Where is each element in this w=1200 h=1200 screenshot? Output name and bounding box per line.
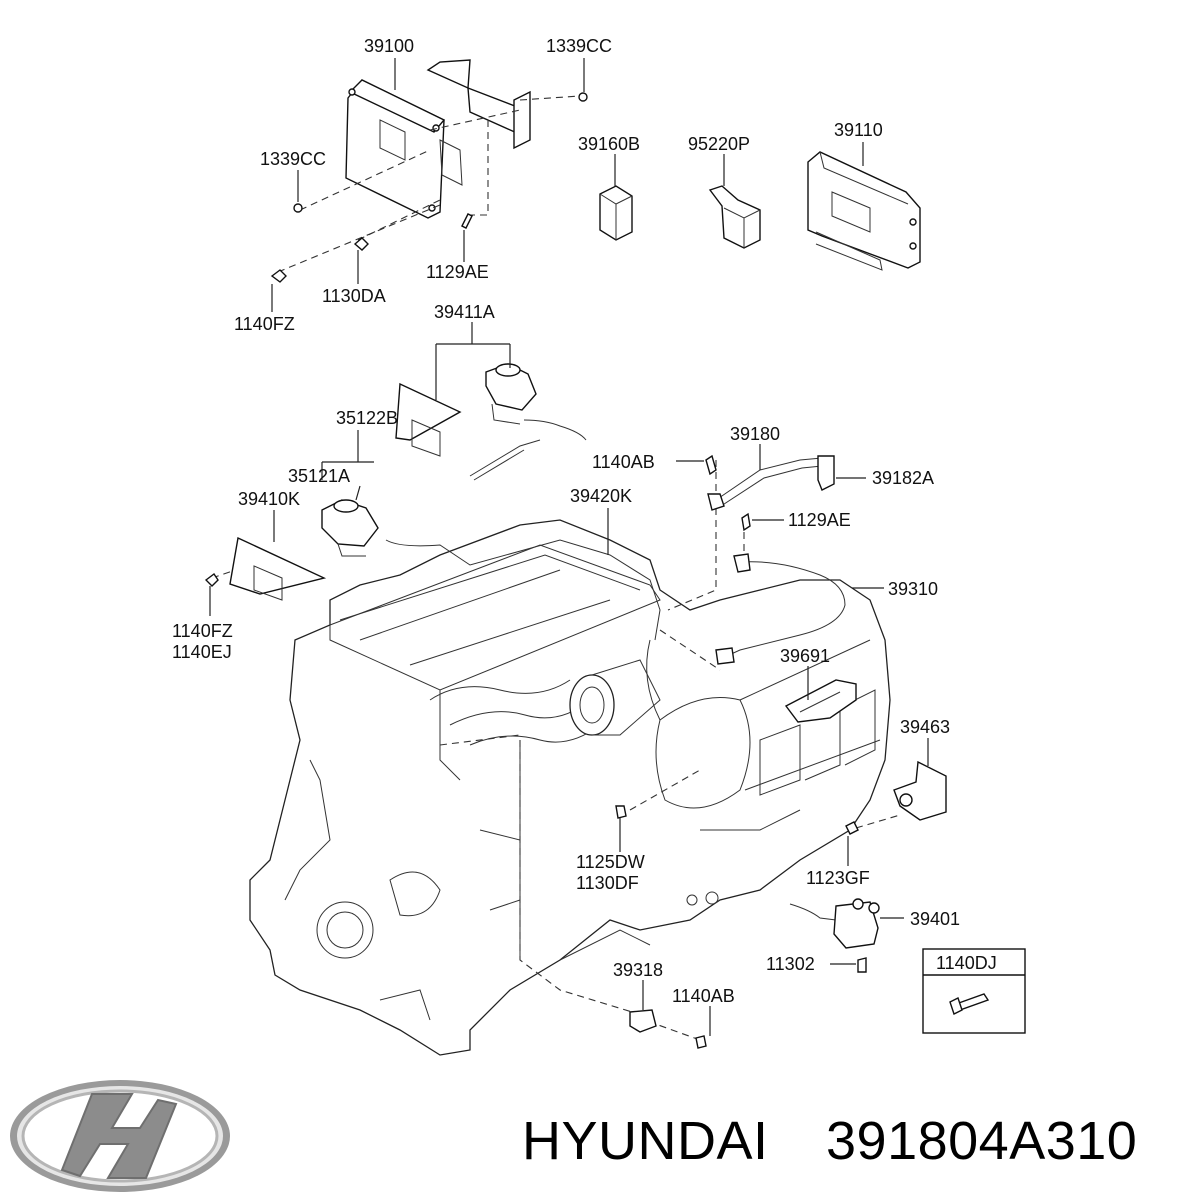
- label-1140fz-top: 1140FZ: [234, 314, 295, 334]
- sensor-39310-part: [715, 553, 751, 665]
- label-39310: 39310: [888, 579, 938, 599]
- ecu-39100-part: [345, 59, 531, 219]
- label-39691: 39691: [780, 646, 830, 666]
- label-1339cc-left: 1339CC: [260, 149, 326, 169]
- label-1140ab-top: 1140AB: [592, 452, 655, 472]
- label-95220p: 95220P: [688, 134, 750, 154]
- label-39410k: 39410K: [238, 489, 300, 509]
- label-1140ab-bottom: 1140AB: [672, 986, 735, 1006]
- hyundai-logo-icon: [10, 1080, 230, 1192]
- brand-name: HYUNDAI: [522, 1111, 769, 1171]
- relay-39160b-part: [599, 185, 633, 241]
- label-39411a: 39411A: [434, 302, 495, 322]
- label-39401: 39401: [910, 909, 960, 929]
- label-39100: 39100: [364, 36, 414, 56]
- label-1123gf: 1123GF: [806, 868, 870, 888]
- bracket-39463-part: [893, 760, 947, 821]
- label-1140dj: 1140DJ: [936, 953, 997, 973]
- label-39160b: 39160B: [578, 134, 640, 154]
- label-1140fz-bottom: 1140FZ: [172, 621, 233, 641]
- part-number-title: 391804A310: [826, 1111, 1137, 1171]
- label-35121a: 35121A: [288, 466, 350, 486]
- label-1130da: 1130DA: [322, 286, 386, 306]
- dashed-leader-lines: [211, 95, 901, 1041]
- legend-box-1140dj: [922, 948, 1026, 1034]
- label-1129ae-top: 1129AE: [426, 262, 489, 282]
- label-35122b: 35122B: [336, 408, 398, 428]
- label-39180: 39180: [730, 424, 780, 444]
- label-39318: 39318: [613, 960, 663, 980]
- label-39463: 39463: [900, 717, 950, 737]
- sensor-39401-part: [789, 898, 880, 949]
- sensor-39318-part: [629, 1009, 657, 1033]
- bracket-39691-part: [784, 679, 857, 723]
- label-1339cc-top: 1339CC: [546, 36, 612, 56]
- label-1125dw: 1125DW: [576, 852, 645, 872]
- engine-assembly: [249, 519, 891, 1056]
- label-11302: 11302: [766, 954, 815, 974]
- label-39420k: 39420K: [570, 486, 632, 506]
- label-39110: 39110: [834, 120, 883, 140]
- relay-95220p-part: [708, 185, 761, 249]
- leader-lines: [209, 58, 929, 1036]
- part-number-labels: 39100 1339CC 1339CC 39160B 95220P 39110 …: [172, 36, 997, 1006]
- solenoid-39411a-part: [395, 363, 587, 481]
- ecu-39110-part: [807, 151, 921, 271]
- screw-icons: [204, 92, 867, 1049]
- label-1140ej: 1140EJ: [172, 642, 232, 662]
- solenoid-39410k-part: [229, 499, 379, 601]
- label-1130df: 1130DF: [576, 873, 639, 893]
- label-39182a: 39182A: [872, 468, 934, 488]
- label-1129ae-mid: 1129AE: [788, 510, 851, 530]
- sensor-39180-part: [707, 455, 835, 511]
